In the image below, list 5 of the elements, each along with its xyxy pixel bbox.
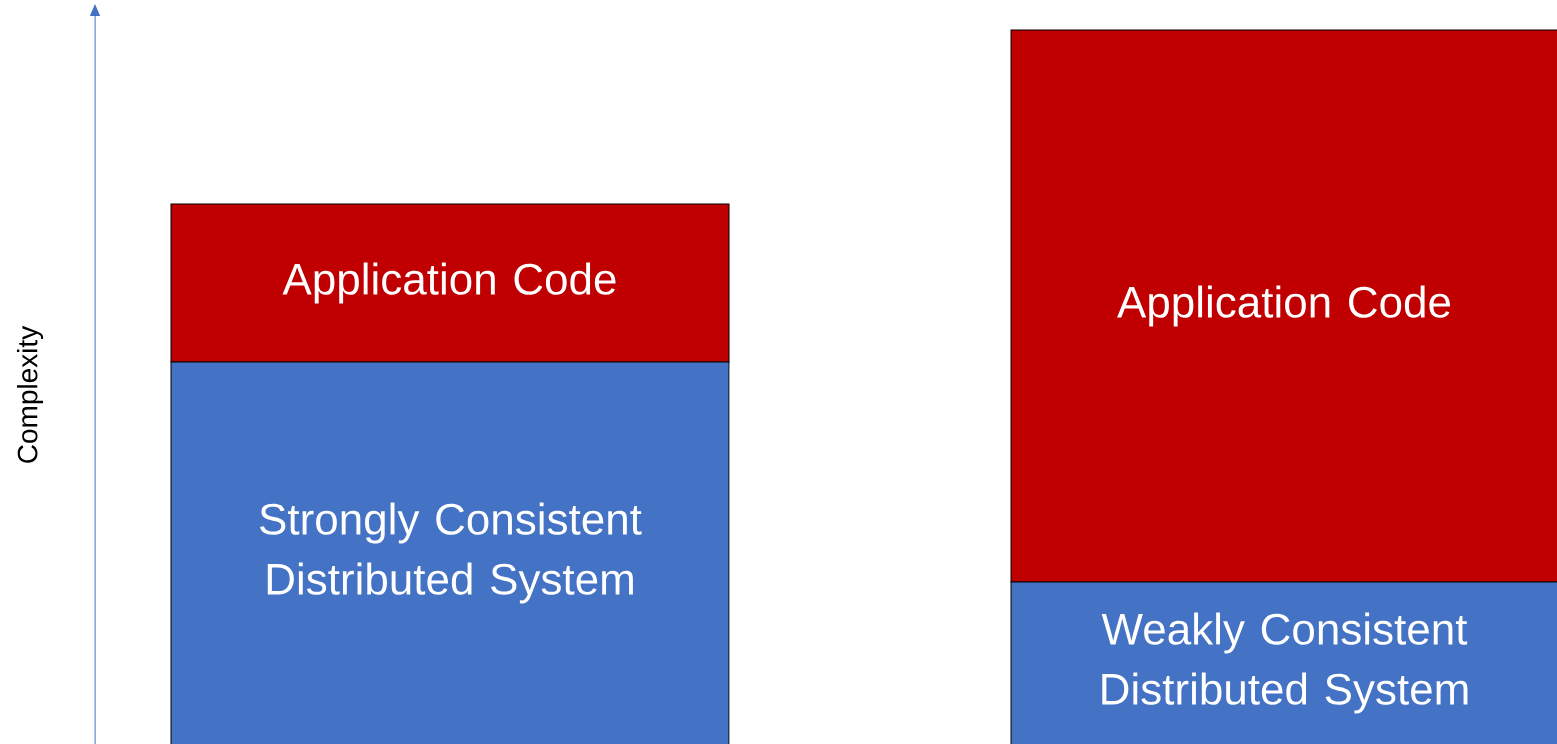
axis-label: Complexity — [16, 325, 44, 463]
distributed-system-block: Strongly Consistent Distributed System — [170, 361, 730, 744]
application-code-block: Application Code — [170, 203, 730, 363]
application-code-block: Application Code — [1010, 29, 1557, 583]
distributed-system-block: Weakly Consistent Distributed System — [1010, 581, 1557, 744]
